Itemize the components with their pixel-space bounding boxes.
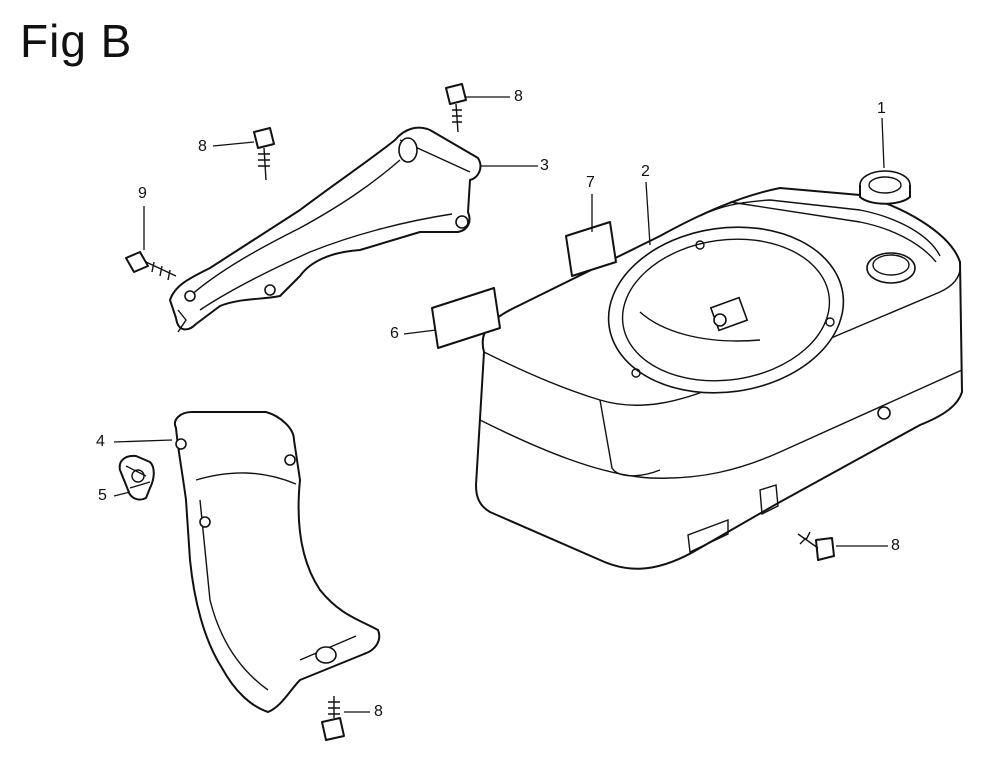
screw-9-part: [125, 251, 177, 281]
callout-8-left: 8: [198, 138, 207, 155]
figure-title: Fig B: [20, 15, 133, 67]
bolt-8-top: [445, 83, 467, 133]
lower-guard-part: [174, 411, 381, 713]
handle-bracket-part: [169, 126, 482, 333]
callout-4: 4: [96, 433, 105, 450]
callout-9: 9: [138, 185, 147, 202]
leader-lines: [113, 96, 888, 713]
callout-6: 6: [390, 325, 399, 342]
callout-5: 5: [98, 487, 107, 504]
fan-cover-part: [475, 187, 963, 570]
label-7-part: [565, 221, 617, 277]
label-6-part: [431, 287, 501, 349]
callout-8-bottom: 8: [374, 703, 383, 720]
grommet-part: [859, 170, 911, 205]
clamp-nut-part: [118, 454, 155, 501]
callout-7: 7: [586, 174, 595, 191]
callout-3: 3: [540, 157, 549, 174]
bolt-8-right: [797, 531, 835, 561]
callout-8-top: 8: [514, 88, 523, 105]
callout-1: 1: [877, 100, 886, 117]
callout-8-right: 8: [891, 537, 900, 554]
callout-2: 2: [641, 163, 650, 180]
bolt-8-left: [253, 127, 275, 181]
bolt-8-bottom: [321, 696, 345, 741]
